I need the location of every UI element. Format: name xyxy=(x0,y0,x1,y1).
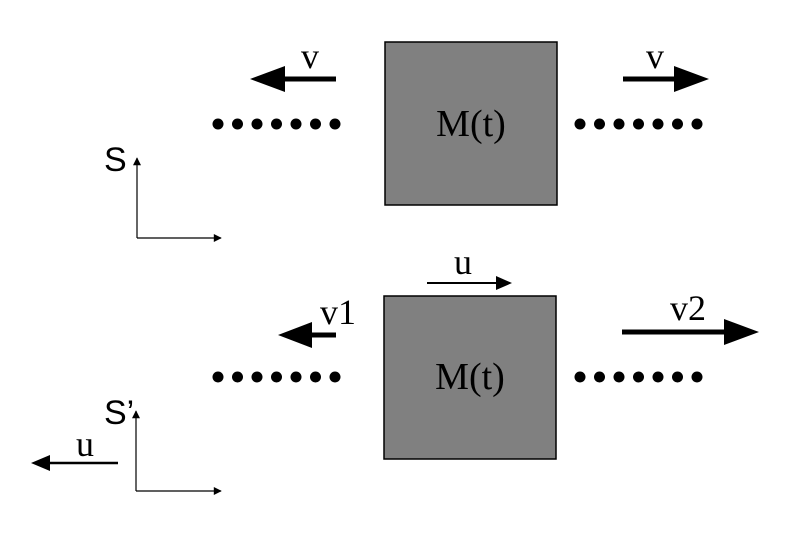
bottom-mass-block xyxy=(383,295,557,460)
trail-dot xyxy=(691,118,703,130)
top-scenario: M(t) v v S xyxy=(104,36,709,242)
trail-dot xyxy=(310,118,321,130)
trail-dot xyxy=(329,371,341,383)
top-right-dots xyxy=(574,118,703,130)
trail-dot xyxy=(271,371,282,383)
top-mass-label: M(t) xyxy=(436,103,506,145)
bottom-right-velocity-arrow xyxy=(622,319,759,345)
trail-dot xyxy=(594,371,605,383)
frame-s-prime-axes xyxy=(132,410,222,495)
trail-dot xyxy=(251,118,263,130)
trail-dot xyxy=(232,371,243,383)
top-left-velocity-label: v xyxy=(301,36,319,76)
trail-dot xyxy=(652,371,664,383)
bottom-mass-velocity-label: u xyxy=(454,242,472,282)
bottom-mass-label: M(t) xyxy=(435,356,505,398)
frame-velocity-arrow xyxy=(31,455,118,471)
frame-s-label: S xyxy=(104,141,127,179)
top-right-velocity-arrow xyxy=(623,66,709,92)
trail-dot xyxy=(652,118,664,130)
frame-s-prime-label: S’ xyxy=(104,394,134,432)
bottom-left-velocity-arrow xyxy=(278,322,336,348)
trail-dot xyxy=(594,118,605,130)
trail-dot xyxy=(310,371,321,383)
trail-dot xyxy=(574,118,586,130)
trail-dot xyxy=(212,371,224,383)
trail-dot xyxy=(574,371,586,383)
trail-dot xyxy=(672,371,683,383)
trail-dot xyxy=(232,118,243,130)
trail-dot xyxy=(691,371,703,383)
bottom-scenario: M(t) u v1 v2 S’ xyxy=(31,242,759,495)
trail-dot xyxy=(290,118,302,130)
bottom-mass-velocity-arrow xyxy=(427,276,512,290)
bottom-left-dots xyxy=(212,371,341,383)
trail-dot xyxy=(251,371,263,383)
frame-velocity-label: u xyxy=(76,424,94,464)
trail-dot xyxy=(329,118,341,130)
top-right-velocity-label: v xyxy=(646,36,664,76)
trail-dot xyxy=(290,371,302,383)
trail-dot xyxy=(633,118,644,130)
trail-dot xyxy=(613,371,625,383)
trail-dot xyxy=(672,118,683,130)
trail-dot xyxy=(212,118,224,130)
bottom-right-dots xyxy=(574,371,703,383)
trail-dot xyxy=(613,118,625,130)
top-left-velocity-arrow xyxy=(250,66,336,92)
frame-s-axes xyxy=(133,157,222,242)
trail-dot xyxy=(271,118,282,130)
bottom-left-velocity-label: v1 xyxy=(320,292,356,332)
bottom-right-velocity-label: v2 xyxy=(670,288,706,328)
top-left-dots xyxy=(212,118,341,130)
trail-dot xyxy=(633,371,644,383)
top-mass-block xyxy=(384,41,558,206)
